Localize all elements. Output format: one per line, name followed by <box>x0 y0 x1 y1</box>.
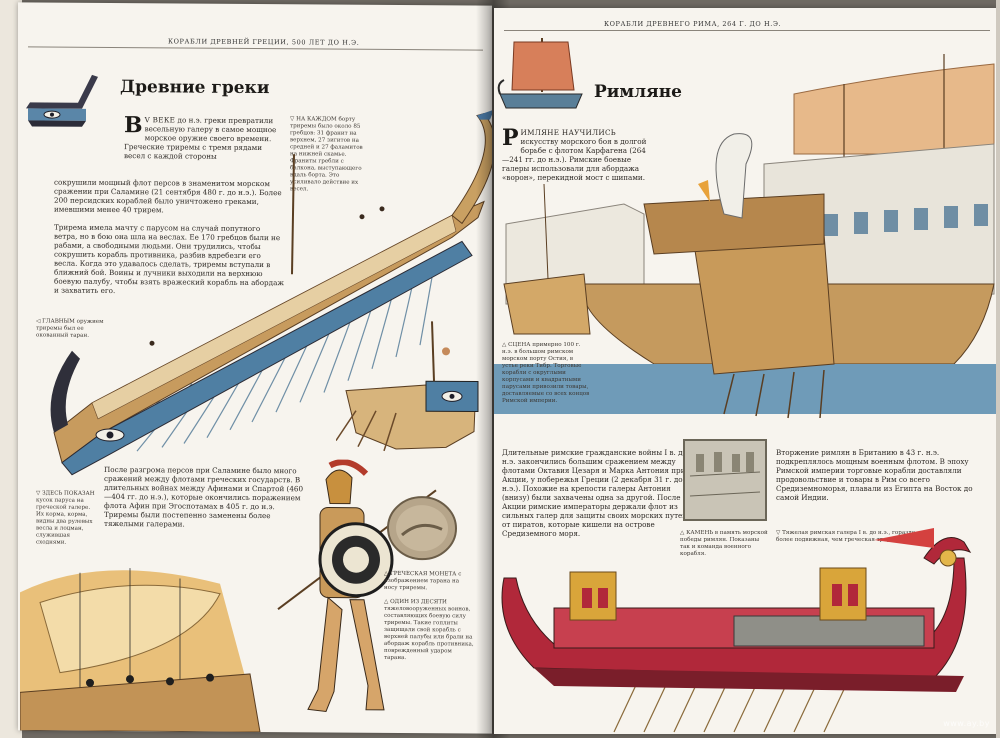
left-running-head: КОРАБЛИ ДРЕВНЕЙ ГРЕЦИИ, 500 ЛЕТ ДО Н.Э. <box>168 37 360 47</box>
left-page-title: Древние греки <box>120 77 270 99</box>
previous-page-edge <box>0 0 22 738</box>
right-page-title: Римляне <box>594 82 682 102</box>
right-head-rule <box>504 30 990 31</box>
right-running-head: КОРАБЛИ ДРЕВНЕГО РИМА, 264 Г. ДО Н.Э. <box>604 20 782 28</box>
actium-text: Длительные римские гражданские войны I в… <box>502 448 688 538</box>
right-page: КОРАБЛИ ДРЕВНЕГО РИМА, 264 Г. ДО Н.Э. Ри… <box>494 8 998 734</box>
trireme-cutaway-illustration <box>336 321 486 462</box>
sail-caption: ▽ ЗДЕСЬ ПОКАЗАН кусок паруса на греческо… <box>36 490 95 546</box>
trireme-prow-illustration <box>22 68 102 135</box>
harbor-caption: △ СЦЕНА примерно 100 г. н.э. в большом р… <box>502 342 590 404</box>
galley-caption: ▽ Тяжелая римская галера I в. до н.э., г… <box>776 530 916 543</box>
roman-stone-relief-illustration <box>680 436 770 524</box>
watermark: www.ay.by <box>943 719 990 728</box>
roman-intro-rest: искусству морского боя в долгой борьбе с… <box>502 137 647 182</box>
left-head-rule <box>28 46 483 51</box>
next-page-edge <box>996 0 1000 738</box>
roman-merchant-ship-icon <box>496 34 586 116</box>
roman-intro-lead: ИМЛЯНЕ НАУЧИЛИСЬ <box>520 128 616 137</box>
roman-dropcap: Р <box>502 125 519 151</box>
britain-text: Вторжение римлян в Британию в 43 г. н.э.… <box>776 448 973 502</box>
hoplite-illustration <box>268 459 438 728</box>
coin-caption: △ ГРЕЧЕСКАЯ МОНЕТА с изображением тарана… <box>384 570 462 592</box>
greek-sail-scene-illustration <box>20 562 285 733</box>
roman-intro: Р ИМЛЯНЕ НАУЧИЛИСЬ искусству морского бо… <box>502 125 652 182</box>
hoplite-caption: △ ОДИН ИЗ ДЕСЯТИ тяжеловооруженных воино… <box>384 598 474 662</box>
roman-war-galley-illustration <box>494 518 998 734</box>
left-page: КОРАБЛИ ДРЕВНЕЙ ГРЕЦИИ, 500 ЛЕТ ДО Н.Э. … <box>18 2 492 734</box>
greek-coin-illustration <box>384 493 460 564</box>
stone-caption: △ КАМЕНЬ в память морской победы римлян.… <box>680 530 768 557</box>
trireme-illustration <box>32 102 492 485</box>
ostia-harbor-illustration <box>494 34 998 434</box>
